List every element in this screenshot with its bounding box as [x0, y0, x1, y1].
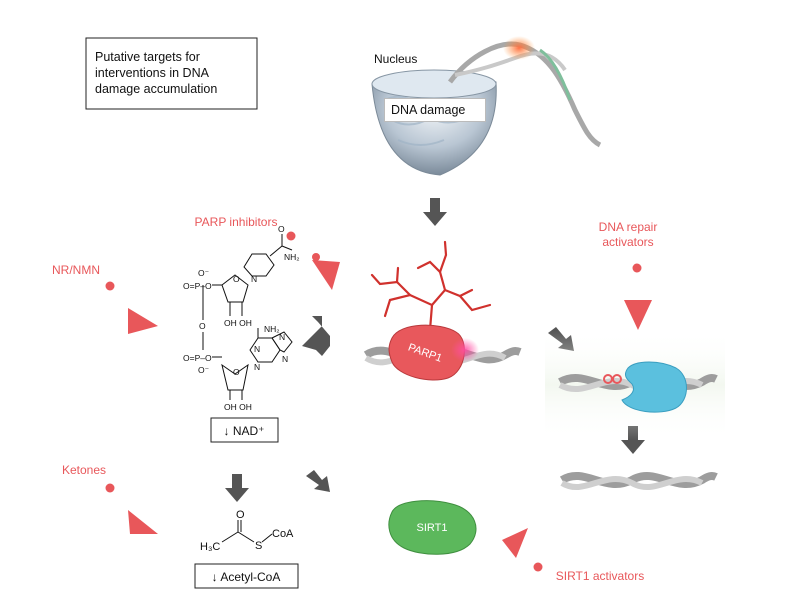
ketones-label: Ketones: [62, 463, 106, 477]
acetylcoa-structure: [221, 520, 273, 543]
dna-repair-dot: [632, 263, 642, 273]
sirt1-activators-label: SIRT1 activators: [556, 569, 644, 583]
header-box: [85, 37, 258, 110]
header-line-1: Putative targets for: [95, 50, 200, 64]
header-text: Putative targets for interventions in DN…: [95, 49, 255, 97]
nad-n1: N: [254, 344, 260, 354]
acetyl-h3c: H₃C: [200, 541, 220, 553]
nad-n-plus: N: [251, 274, 257, 284]
par-chain: [370, 240, 492, 332]
dna-damage-box: DNA damage: [384, 98, 486, 122]
repair-enzyme: [621, 361, 687, 413]
nad-o-mid: O: [199, 321, 206, 331]
parp1-protein: [388, 324, 479, 381]
nad-oh-oh-top: OH OH: [224, 318, 252, 328]
dna-repair-label-2: activators: [602, 235, 653, 249]
nad-nh2-adenine: NH₂: [264, 324, 280, 334]
dna-repair-label-1: DNA repair: [599, 220, 658, 234]
arrow-nad-to-acetylcoa: [225, 474, 249, 502]
arrow-nucleus-to-parp: [423, 198, 447, 226]
header-line-3: damage accumulation: [95, 82, 218, 96]
chem-text: O⁻ O=P–O O O=P–O O⁻ NH₂ N O O OH OH NH₂ …: [183, 224, 300, 553]
nr-nmn-label: NR/NMN: [52, 263, 100, 277]
nad-n3: N: [282, 354, 288, 364]
parp-inhibitors-label: PARP inhibitors: [195, 215, 278, 229]
nucleus-label: Nucleus: [374, 52, 417, 66]
acetyl-coa: CoA: [272, 528, 294, 540]
nad-ring-o-top: O: [233, 274, 240, 284]
nad-oh-oh-bottom: OH OH: [224, 402, 252, 412]
nad-structure: [202, 234, 293, 400]
dna-strand-repaired: [559, 471, 718, 491]
sirt1-protein: [388, 500, 477, 555]
header-line-2: interventions in DNA: [95, 66, 209, 80]
arrow-nad-to-sirt1: [306, 470, 330, 492]
arrow-parp-to-nad: [302, 316, 330, 356]
nad-n2: N: [279, 332, 285, 342]
nad-label-box: [210, 417, 279, 443]
nad-carbonyl-o: O: [278, 224, 285, 234]
dna-damage-label: DNA damage: [391, 103, 466, 117]
acetylcoa-label: ↓ Acetyl-CoA: [212, 570, 281, 584]
nad-ring-o-bottom: O: [233, 367, 240, 377]
nad-oep-bottom: O=P–O: [183, 353, 212, 363]
parp-inhibitors-dot: [286, 231, 296, 241]
sirt1-label: SIRT1: [417, 522, 448, 534]
acetyl-o: O: [236, 509, 245, 521]
sirt1-activators-dot: [533, 562, 543, 572]
nucleus-illustration: [371, 69, 497, 176]
ketones-dot: [105, 483, 115, 493]
acetyl-s: S: [255, 540, 262, 552]
nad-o-minus-top: O⁻: [198, 268, 210, 278]
sirt1-activators-arrow: [502, 528, 528, 558]
nad-label: ↓ NAD⁺: [223, 424, 264, 438]
nad-o-minus-bottom: O⁻: [198, 365, 210, 375]
nad-nh2-top: NH₂: [284, 252, 300, 262]
ketones-arrow: [128, 510, 158, 534]
dna-repair-arrow: [624, 300, 652, 330]
nr-nmn-arrow: [128, 308, 158, 334]
acetylcoa-label-box: [194, 563, 299, 589]
nr-nmn-dot: [105, 281, 115, 291]
dna-helix-top: [447, 36, 602, 148]
nad-n4: N: [254, 362, 260, 372]
parp-inhibitors-arrow: [312, 260, 340, 290]
nad-oep-top: O=P–O: [183, 281, 212, 291]
